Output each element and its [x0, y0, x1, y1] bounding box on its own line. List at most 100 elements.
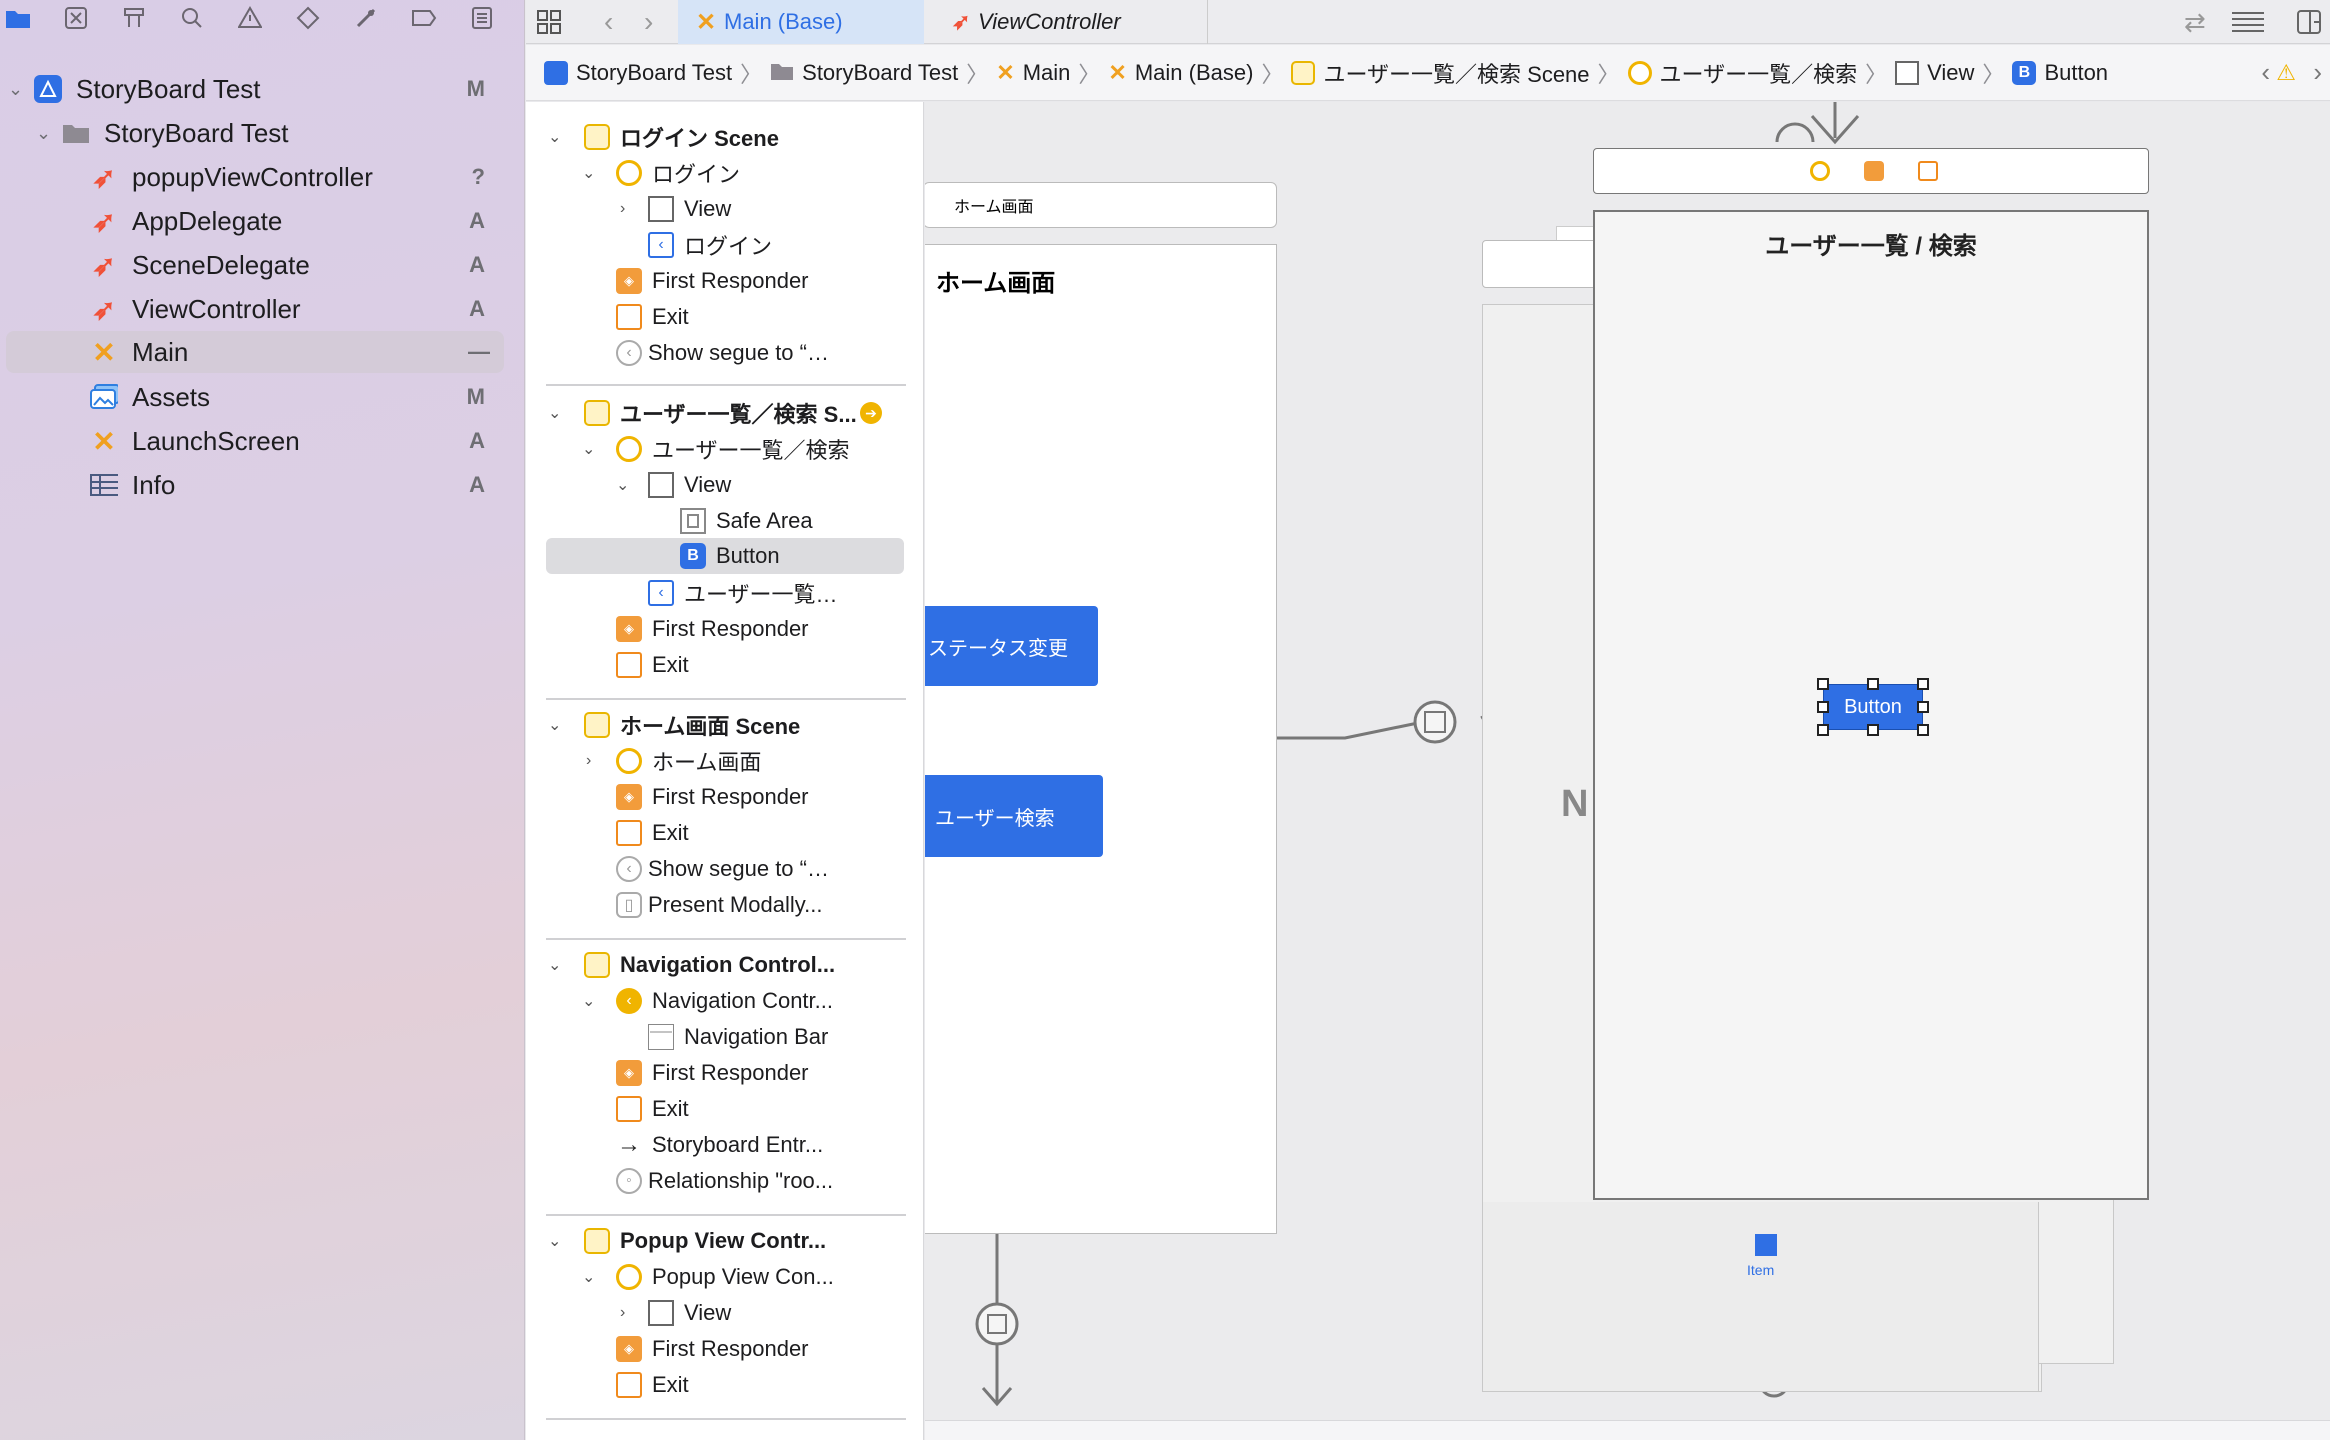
breadcrumb-item[interactable]: StoryBoard Test: [576, 59, 733, 85]
folder-icon[interactable]: [0, 3, 36, 33]
arrow-circle-icon[interactable]: ➔: [860, 402, 882, 424]
resize-handle[interactable]: [1867, 678, 1879, 690]
resize-handle[interactable]: [1867, 724, 1879, 736]
back-icon[interactable]: ‹: [604, 6, 614, 37]
previous-issue-icon[interactable]: ‹: [2261, 57, 2270, 87]
outline-scene-row[interactable]: ⌄ Popup View Contr...: [526, 1224, 924, 1258]
exit-icon[interactable]: [1918, 161, 1938, 181]
home-scene-view[interactable]: ホーム画面: [925, 244, 1277, 1234]
chevron-down-icon[interactable]: ⌄: [548, 405, 562, 422]
first-responder-icon[interactable]: [1864, 161, 1884, 181]
resize-handle[interactable]: [1817, 701, 1829, 713]
view-controller-icon[interactable]: [1810, 161, 1830, 181]
group-row[interactable]: ⌄ StoryBoard Test: [0, 112, 505, 154]
source-control-icon[interactable]: [58, 3, 94, 33]
divider: [546, 384, 906, 386]
chevron-right-icon[interactable]: ›: [586, 752, 592, 769]
breadcrumb-item[interactable]: View: [1927, 59, 1975, 85]
chevron-down-icon[interactable]: ⌄: [548, 129, 562, 146]
storyboard-icon: ✕: [1108, 59, 1127, 85]
outline-scene-row[interactable]: ⌄ Navigation Control...: [526, 948, 924, 982]
warning-icon[interactable]: [232, 3, 268, 33]
user-list-scene-view[interactable]: ユーザー一覧 / 検索 Button: [1593, 210, 2149, 1200]
resize-handle[interactable]: [1817, 724, 1829, 736]
navigator-toolbar: [0, 0, 525, 36]
view-icon: [648, 472, 674, 498]
storyboard-canvas[interactable]: ホーム画面 ホーム画面 ステータス変更 ユーザー検索 N Item ユーザー一覧…: [925, 102, 2330, 1440]
file-row[interactable]: ➶ popupViewController ?: [0, 156, 505, 198]
chevron-down-icon[interactable]: ⌄: [8, 78, 24, 99]
resize-handle[interactable]: [1817, 678, 1829, 690]
chevron-down-icon[interactable]: ⌄: [36, 122, 52, 143]
breadcrumb-item[interactable]: Main: [1022, 59, 1071, 85]
exit-icon: [616, 1096, 642, 1122]
relationship-segue-icon: ◦: [616, 1168, 642, 1194]
file-row-selected[interactable]: ✕ Main —: [6, 331, 504, 373]
symbol-icon[interactable]: [116, 3, 152, 33]
file-row[interactable]: ➶ ViewController A: [0, 288, 505, 330]
breakpoint-icon[interactable]: [406, 3, 442, 33]
next-issue-icon[interactable]: ›: [2313, 57, 2322, 87]
file-row[interactable]: ➶ AppDelegate A: [0, 200, 505, 242]
status-badge: A: [469, 252, 485, 277]
resize-handle[interactable]: [1917, 701, 1929, 713]
forward-icon[interactable]: ›: [644, 6, 654, 37]
file-row[interactable]: Info A: [0, 464, 505, 506]
file-row[interactable]: Assets M: [0, 376, 505, 418]
tab-viewcontroller[interactable]: ➶ ViewController: [926, 0, 1208, 44]
add-editor-icon[interactable]: [2296, 0, 2322, 44]
divider: [546, 1418, 906, 1420]
outline-label: ユーザー一覧…: [684, 582, 838, 607]
nav-scene-title-bar[interactable]: [1482, 240, 1612, 288]
chevron-down-icon[interactable]: ⌄: [582, 441, 596, 458]
editor-options-icon[interactable]: [2230, 0, 2266, 44]
tab-label: ViewController: [978, 9, 1121, 34]
outline-row-selected[interactable]: B Button: [546, 538, 904, 574]
warning-icon[interactable]: ⚠: [2276, 59, 2296, 85]
chevron-down-icon[interactable]: ⌄: [582, 165, 596, 182]
file-row[interactable]: ✕ LaunchScreen A: [0, 420, 505, 462]
breadcrumb-item[interactable]: ユーザー一覧／検索: [1659, 61, 1858, 87]
chevron-down-icon[interactable]: ⌄: [582, 1269, 596, 1286]
swift-file-icon: ➶: [92, 205, 116, 237]
status-change-button[interactable]: ステータス変更: [925, 606, 1098, 686]
report-icon[interactable]: [464, 3, 500, 33]
resize-handle[interactable]: [1917, 724, 1929, 736]
storyboard-icon: ✕: [92, 336, 116, 368]
user-list-scene-dock[interactable]: [1593, 148, 2149, 194]
status-badge: A: [469, 208, 485, 233]
tab-item-icon[interactable]: [1755, 1234, 1777, 1256]
scene-title-bar[interactable]: ホーム画面: [925, 182, 1277, 228]
search-icon[interactable]: [174, 3, 210, 33]
outline-label: ホーム画面 Scene: [620, 714, 801, 739]
chevron-down-icon[interactable]: ⌄: [548, 1233, 562, 1250]
chevron-down-icon[interactable]: ⌄: [616, 477, 630, 494]
chevron-right-icon[interactable]: ›: [620, 1304, 626, 1321]
breadcrumb-item[interactable]: Button: [2044, 59, 2109, 85]
chevron-down-icon[interactable]: ⌄: [548, 717, 562, 734]
tab-main-base[interactable]: ✕ Main (Base): [678, 0, 924, 44]
view-controller-icon: [616, 748, 642, 774]
breadcrumb-item[interactable]: Main (Base): [1134, 59, 1254, 85]
project-root[interactable]: ⌄ StoryBoard Test M: [0, 68, 505, 110]
file-row[interactable]: ➶ SceneDelegate A: [0, 244, 505, 286]
breadcrumb-item[interactable]: ユーザー一覧／検索 Scene: [1323, 61, 1590, 87]
outline-label: Popup View Con...: [652, 1264, 834, 1289]
breadcrumb-item[interactable]: StoryBoard Test: [802, 59, 959, 85]
outline-scene-row[interactable]: ⌄ ユーザー一覧／検索 S... ➔: [526, 396, 924, 430]
chevron-down-icon[interactable]: ⌄: [582, 993, 596, 1010]
outline-label: ログイン Scene: [620, 126, 779, 151]
file-label: SceneDelegate: [132, 249, 310, 280]
outline-scene-row[interactable]: ⌄ ログイン Scene: [526, 120, 924, 154]
debug-icon[interactable]: [348, 3, 384, 33]
grid-icon[interactable]: [536, 0, 566, 44]
chevron-right-icon[interactable]: ›: [620, 200, 626, 217]
test-icon[interactable]: [290, 3, 326, 33]
resize-handle[interactable]: [1917, 678, 1929, 690]
related-items-icon[interactable]: ⇄: [2184, 6, 2206, 37]
outline-scene-row[interactable]: ⌄ ホーム画面 Scene: [526, 708, 924, 742]
user-search-button[interactable]: ユーザー検索: [925, 775, 1103, 857]
first-responder-icon: ◈: [616, 616, 642, 642]
chevron-down-icon[interactable]: ⌄: [548, 957, 562, 974]
outline-label: Safe Area: [716, 508, 813, 533]
